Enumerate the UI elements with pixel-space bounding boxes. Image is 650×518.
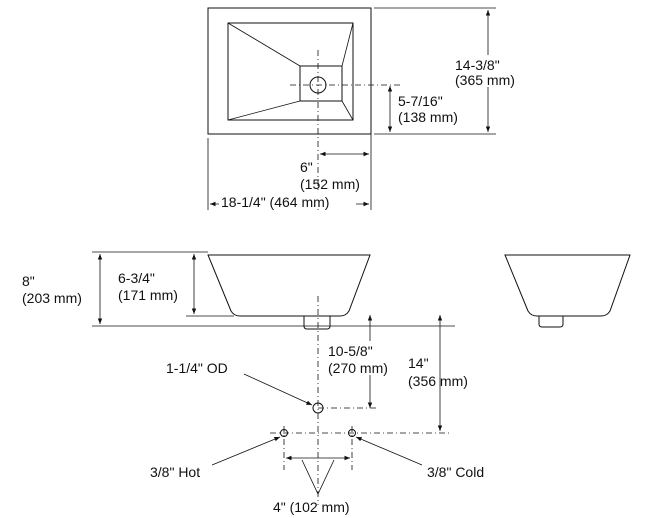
floor-slope-line — [341, 100, 354, 121]
label-backdrop — [452, 55, 530, 87]
height-label: 8" — [22, 273, 35, 289]
drain-plate — [299, 65, 343, 102]
sink-outer-rim — [207, 7, 372, 135]
depth-label-mm: (365 mm) — [455, 72, 515, 88]
floor-slope-line — [227, 100, 301, 121]
drain-offset-y-label-mm: (138 mm) — [398, 109, 458, 125]
cold-leader — [355, 436, 423, 466]
label-backdrop — [326, 341, 402, 375]
front-view: 8" (203 mm) 6-3/4" (171 mm) 10-5/8" (270… — [22, 251, 484, 515]
top-view: 14-3/8" (365 mm) 5-7/16" (138 mm) 6" (15… — [207, 7, 530, 210]
drain-offset-x-label-mm: (152 mm) — [300, 176, 360, 192]
hot-leader — [211, 436, 281, 466]
drain-outlet — [312, 402, 324, 414]
height-label-mm: (203 mm) — [22, 290, 82, 306]
side-view — [504, 254, 631, 328]
drain-od-label: 1-1/4" OD — [166, 360, 228, 376]
supply-height-label-mm: (356 mm) — [408, 373, 468, 389]
bowl-height-label: 6-3/4" — [118, 270, 155, 286]
side-drain-stub — [538, 316, 564, 328]
depth-label: 14-3/8" — [455, 57, 500, 73]
floor-slope-line — [227, 22, 301, 67]
width-label: 18-1/4" (464 mm) — [221, 194, 329, 210]
supply-spacing-label: 4" (102 mm) — [273, 499, 350, 515]
drain-height-label: 10-5/8" — [328, 343, 373, 359]
label-backdrop — [219, 193, 356, 209]
hot-label: 3/8" Hot — [150, 464, 200, 480]
supply-height-label: 14" — [408, 355, 429, 371]
cold-label: 3/8" Cold — [427, 464, 484, 480]
drain-offset-x-label: 6" — [300, 159, 313, 175]
drain-offset-y-label: 5-7/16" — [398, 93, 443, 109]
floor-slope-line — [341, 22, 354, 67]
drain-height-label-mm: (270 mm) — [328, 360, 388, 376]
bowl-height-label-mm: (171 mm) — [118, 287, 178, 303]
drain-od-leader — [243, 373, 313, 406]
supply-spacing-leader — [301, 459, 335, 495]
bowl-profile — [207, 254, 371, 317]
drain-stub — [303, 316, 331, 330]
side-bowl-profile — [504, 254, 631, 317]
basin-inner-outline — [227, 22, 354, 121]
